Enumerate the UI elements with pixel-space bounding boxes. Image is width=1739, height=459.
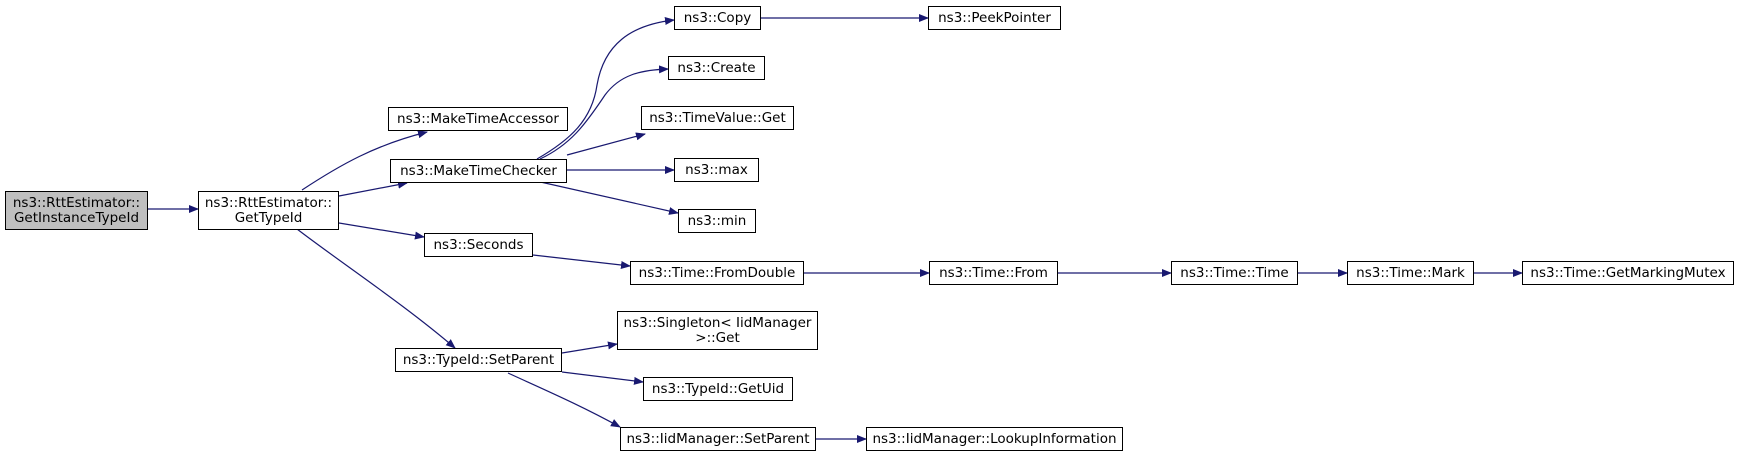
edge-maketimechecker-min [535,180,679,215]
edge-maketimechecker-create [539,65,669,160]
edge-gettypeid-seconds [338,222,425,240]
node-label-line2: GetInstanceTypeId [13,209,140,226]
edge-maketimechecker-timevalue-get [566,132,646,156]
edge-typeid-setparent-singleton-get [561,341,618,354]
edge-gettypeid-maketimeaccessor [301,130,428,191]
edge-typeid-setparent-typeid-getuid [561,371,644,385]
node-maketimeaccessor[interactable]: ns3::MakeTimeAccessor [388,107,568,131]
node-label-line2: GetTypeId [234,209,303,226]
node-peekpointer[interactable]: ns3::PeekPointer [928,6,1061,30]
node-copy[interactable]: ns3::Copy [674,6,761,30]
node-rttestimator-getinstancetypeid: ns3::RttEstimator:: GetInstanceTypeId [5,191,148,230]
edge-gettypeid-typeid-setparent [296,228,456,349]
node-time-fromdouble[interactable]: ns3::Time::FromDouble [630,261,804,285]
edge-typeid-setparent-iidmanager-setparent [507,372,621,428]
node-iidmanager-setparent[interactable]: ns3::IidManager::SetParent [620,427,816,451]
node-create[interactable]: ns3::Create [668,56,765,80]
node-label-line1: ns3::RttEstimator:: [204,194,333,211]
node-typeid-setparent[interactable]: ns3::TypeId::SetParent [395,348,562,372]
node-label-line1: ns3::Singleton< IidManager [623,314,812,331]
node-seconds[interactable]: ns3::Seconds [424,233,533,257]
edge-gettypeid-maketimechecker [338,180,408,197]
edge-seconds-time-fromdouble [532,254,631,269]
node-rttestimator-gettypeid[interactable]: ns3::RttEstimator:: GetTypeId [198,191,339,230]
node-singleton-iidmanager-get[interactable]: ns3::Singleton< IidManager >::Get [617,311,818,350]
node-time-mark[interactable]: ns3::Time::Mark [1347,261,1474,285]
node-label-line1: ns3::RttEstimator:: [12,194,141,211]
node-maketimechecker[interactable]: ns3::MakeTimeChecker [390,159,567,183]
edge-maketimechecker-copy [536,17,675,160]
node-time-from[interactable]: ns3::Time::From [929,261,1058,285]
node-timevalue-get[interactable]: ns3::TimeValue::Get [641,106,794,130]
node-time-getmarkingmutex[interactable]: ns3::Time::GetMarkingMutex [1522,261,1734,285]
node-min[interactable]: ns3::min [678,209,756,233]
node-typeid-getuid[interactable]: ns3::TypeId::GetUid [643,377,793,401]
node-max[interactable]: ns3::max [674,158,759,182]
node-label-line2: >::Get [695,329,740,346]
node-iidmanager-lookupinformation[interactable]: ns3::IidManager::LookupInformation [866,427,1123,451]
node-time-time[interactable]: ns3::Time::Time [1171,261,1298,285]
